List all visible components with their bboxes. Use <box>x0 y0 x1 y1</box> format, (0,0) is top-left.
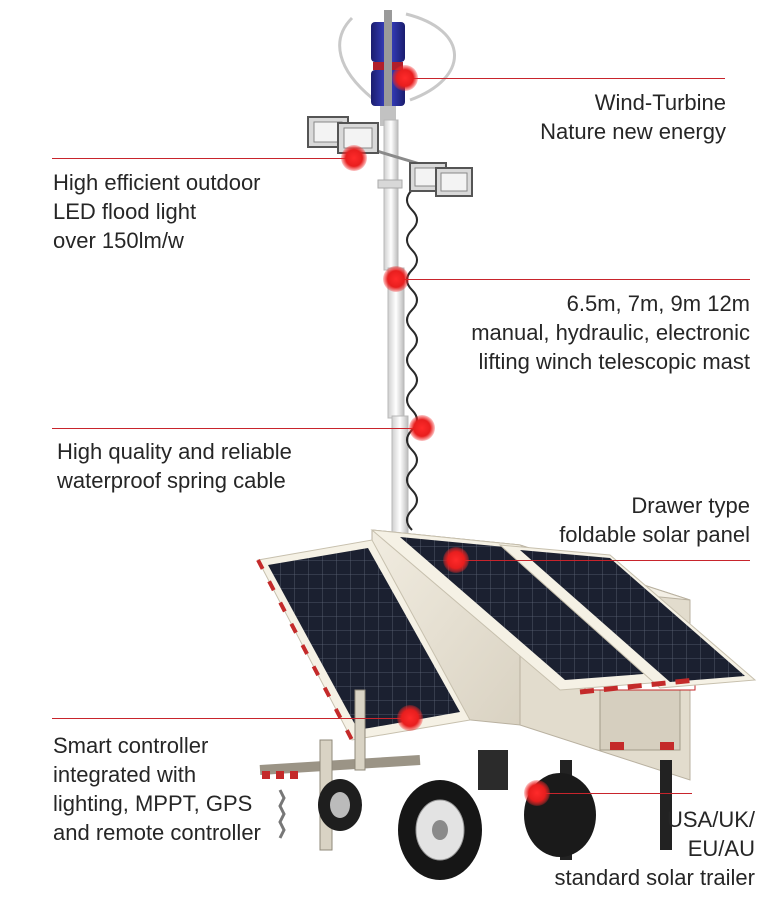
wind-turbine <box>338 10 456 126</box>
led-flood-lights <box>307 116 473 197</box>
callout-text-line: foldable solar panel <box>559 522 750 547</box>
solar-panels <box>256 529 757 741</box>
callout-smart-controller: Smart controller integrated with lightin… <box>53 731 261 847</box>
callout-text-line: over 150lm/w <box>53 228 184 253</box>
callout-text-line: waterproof spring cable <box>57 468 286 493</box>
callout-text-line: lighting, MPPT, GPS <box>53 791 253 816</box>
hotspot-marker-icon <box>341 145 367 171</box>
callout-text-line: integrated with <box>53 762 197 787</box>
callout-text-line: and remote controller <box>53 820 261 845</box>
callout-text-line: Nature new energy <box>540 119 726 144</box>
callout-spring-cable: High quality and reliable waterproof spr… <box>57 437 292 495</box>
callout-text-line: 6.5m, 7m, 9m 12m <box>566 291 750 316</box>
callout-solar-trailer: USA/UK/ EU/AU standard solar trailer <box>554 805 755 892</box>
callout-line-panel <box>456 560 750 561</box>
callout-text-line: standard solar trailer <box>554 865 755 890</box>
callout-solar-panel: Drawer type foldable solar panel <box>559 491 750 549</box>
callout-line-led <box>52 158 360 159</box>
hotspot-marker-icon <box>397 705 423 731</box>
callout-text-line: USA/UK/ <box>666 807 755 832</box>
telescopic-mast <box>377 119 409 537</box>
spring-cable <box>406 169 418 531</box>
callout-text-line: EU/AU <box>687 836 755 861</box>
callout-led-flood-light: High efficient outdoor LED flood light o… <box>53 168 261 255</box>
callout-text-line: manual, hydraulic, electronic <box>471 320 750 345</box>
hotspot-marker-icon <box>443 547 469 573</box>
callout-text-line: Drawer type <box>631 493 750 518</box>
hotspot-marker-icon <box>383 266 409 292</box>
callout-text-line: High efficient outdoor <box>53 170 261 195</box>
trailer-wheels <box>318 773 596 880</box>
callout-line-controller <box>52 718 412 719</box>
hotspot-marker-icon <box>392 65 418 91</box>
hotspot-marker-icon <box>409 415 435 441</box>
callout-text-line: LED flood light <box>53 199 197 224</box>
callout-line-mast <box>396 279 750 280</box>
hotspot-marker-icon <box>524 780 550 806</box>
callout-text-line: Wind-Turbine <box>594 90 726 115</box>
callout-telescopic-mast: 6.5m, 7m, 9m 12m manual, hydraulic, elec… <box>471 289 750 376</box>
callout-text-line: High quality and reliable <box>57 439 292 464</box>
callout-wind-turbine: Wind-Turbine Nature new energy <box>540 88 726 146</box>
callout-text-line: Smart controller <box>53 733 209 758</box>
callout-line-cable <box>52 428 422 429</box>
callout-line-trailer <box>537 793 692 794</box>
callout-text-line: lifting winch telescopic mast <box>478 349 750 374</box>
callout-line-wind <box>405 78 725 79</box>
